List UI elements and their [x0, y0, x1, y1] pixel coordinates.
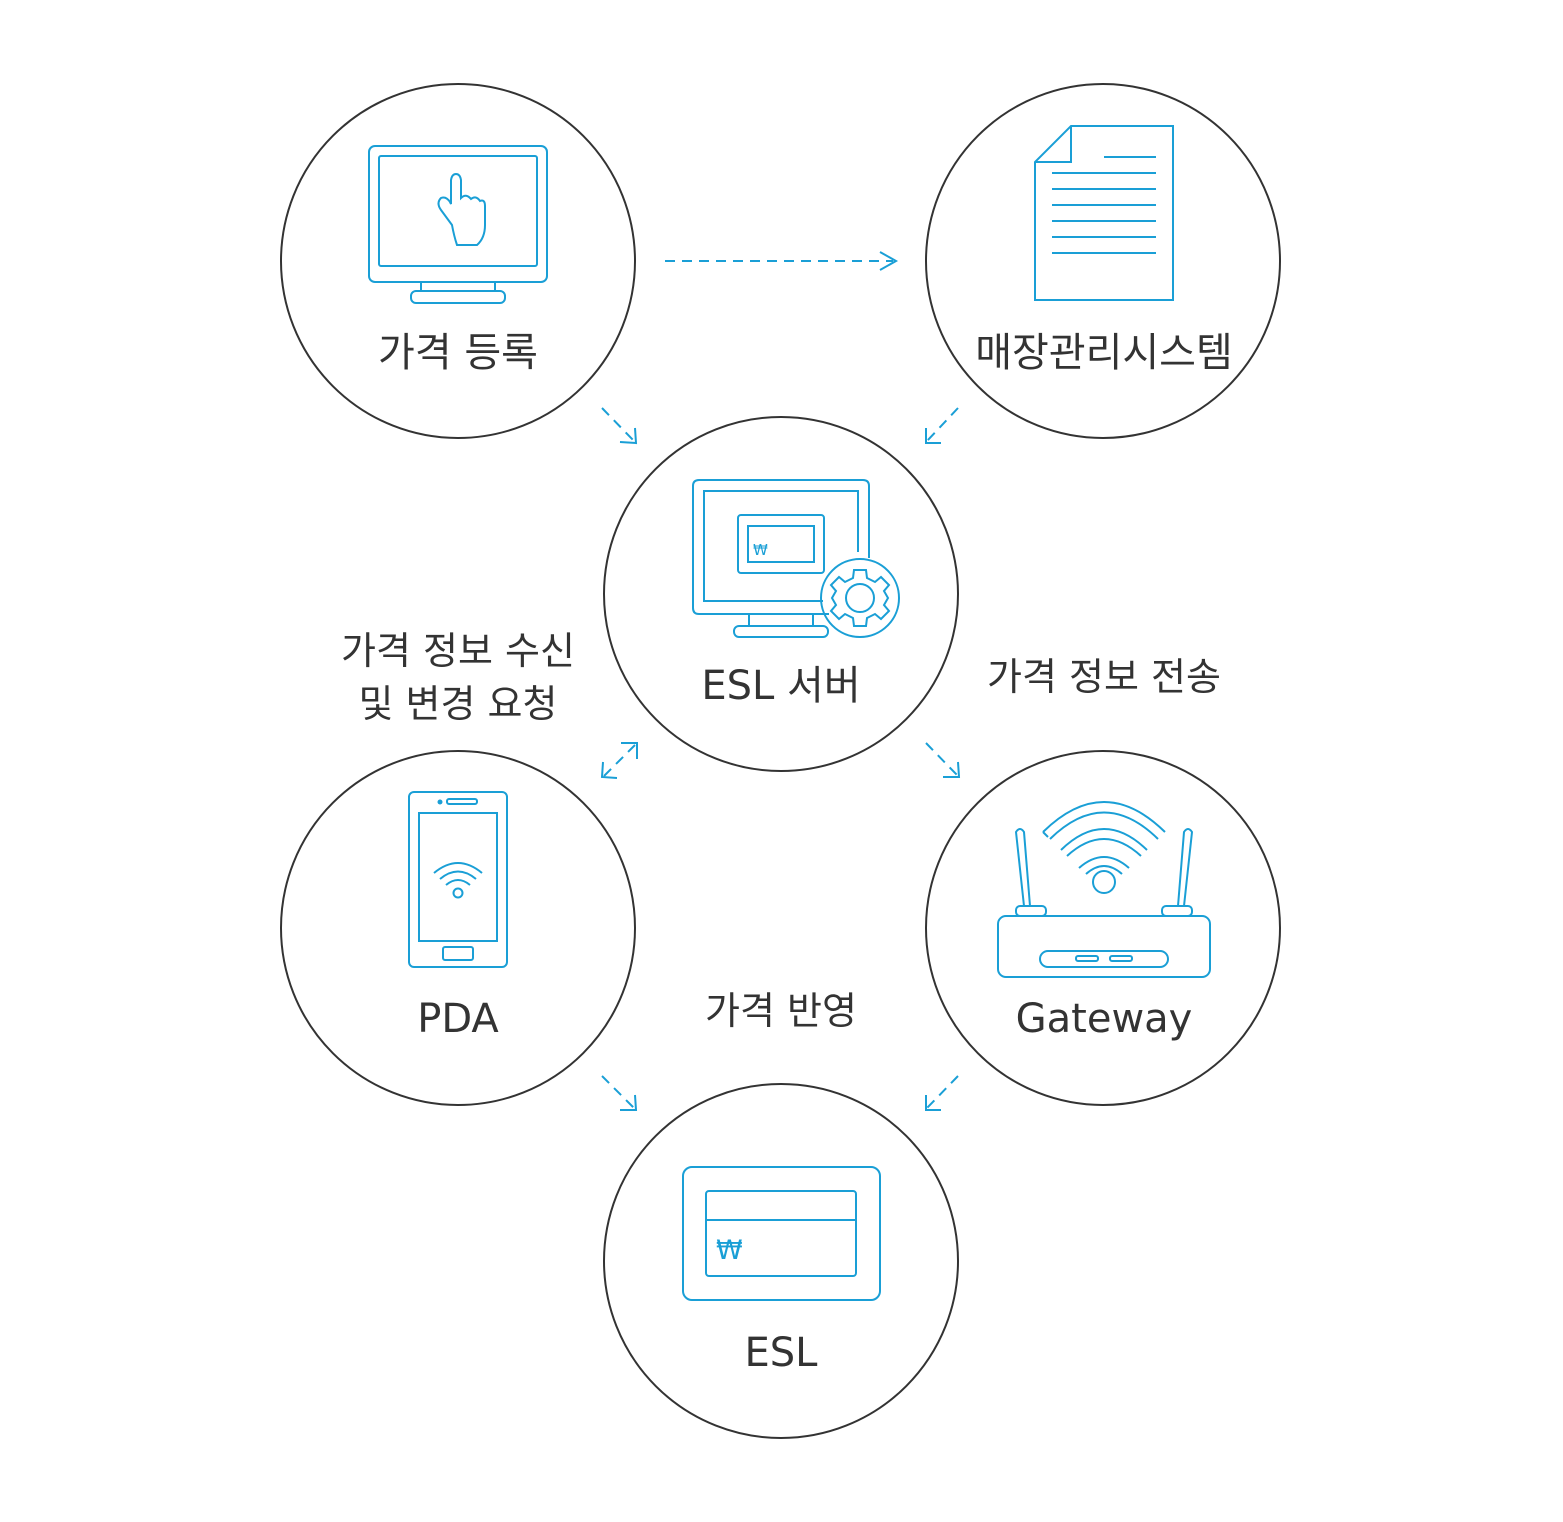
- wifi-router-icon: [997, 801, 1211, 978]
- node-store-system: 매장관리시스템: [925, 83, 1281, 439]
- arrow-register-to-store: [665, 251, 899, 271]
- arrow-pda-to-esl: [601, 1075, 638, 1111]
- node-esl-server: ₩ ESL 서버: [603, 416, 959, 772]
- node-esl: ₩ ESL: [603, 1083, 959, 1439]
- node-label-esl-server: ESL 서버: [701, 663, 860, 709]
- node-label-pda: PDA: [417, 996, 499, 1042]
- monitor-touch-icon: [368, 145, 548, 304]
- node-label-price-register: 가격 등록: [378, 330, 538, 376]
- node-price-register: 가격 등록: [280, 83, 636, 439]
- node-label-gateway: Gateway: [1016, 996, 1193, 1042]
- node-label-esl: ESL: [745, 1330, 819, 1376]
- arrow-server-pda-bidirectional: [600, 742, 638, 779]
- node-pda: PDA: [280, 750, 636, 1106]
- arrow-store-to-server: [925, 407, 959, 444]
- edge-label-gateway: 가격 정보 전송: [987, 655, 1221, 699]
- server-monitor-gear-icon: ₩: [692, 479, 900, 638]
- edge-label-pda-line1: 가격 정보 수신: [341, 629, 575, 673]
- price-tag-display-icon: ₩: [682, 1166, 881, 1301]
- won-symbol-small: ₩: [753, 541, 768, 559]
- arrow-gateway-to-esl: [925, 1075, 959, 1111]
- arrow-server-to-gateway: [925, 742, 961, 778]
- edge-label-esl: 가격 반영: [705, 989, 857, 1033]
- arrow-register-to-server: [601, 407, 638, 445]
- smartphone-wifi-icon: [408, 791, 508, 968]
- edge-label-pda-line2: 및 변경 요청: [359, 682, 558, 726]
- document-icon: [1034, 125, 1174, 301]
- node-label-store-system: 매장관리시스템: [975, 330, 1233, 376]
- won-symbol-large: ₩: [716, 1235, 743, 1266]
- node-gateway: Gateway: [925, 750, 1281, 1106]
